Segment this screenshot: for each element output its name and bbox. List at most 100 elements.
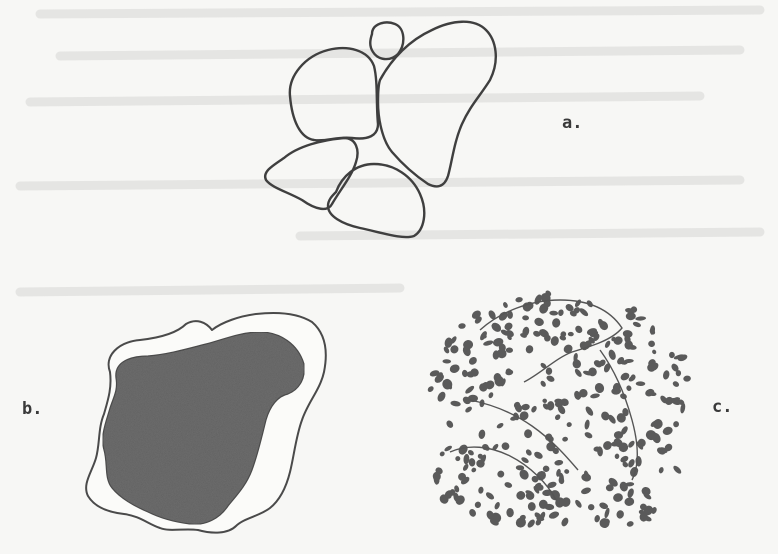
granule — [463, 454, 470, 465]
granule — [673, 421, 679, 427]
granule — [488, 391, 495, 398]
granule — [651, 349, 657, 355]
granule — [568, 332, 574, 337]
granule — [588, 504, 595, 511]
granule — [612, 492, 623, 502]
granule — [522, 315, 529, 320]
granule — [636, 381, 646, 386]
granule — [560, 516, 570, 527]
granule — [662, 370, 670, 381]
granule — [542, 398, 548, 404]
granule — [533, 317, 545, 328]
panel-c-granular-cluster: c. — [427, 289, 733, 529]
granule — [564, 469, 570, 475]
granule — [598, 517, 611, 530]
cell-outline-lower-left — [265, 138, 357, 209]
granule — [626, 520, 634, 527]
granule — [506, 347, 513, 353]
granule — [593, 382, 605, 395]
granule — [584, 431, 594, 440]
granule — [626, 385, 633, 392]
granule — [515, 490, 527, 502]
granule — [450, 400, 461, 407]
granule — [439, 450, 446, 457]
granule — [624, 497, 635, 507]
granule — [533, 450, 544, 460]
granule — [490, 321, 503, 334]
granule — [662, 425, 674, 436]
granule — [604, 340, 612, 349]
granule — [545, 367, 552, 375]
granule — [502, 301, 509, 308]
granule — [658, 466, 664, 474]
granule — [562, 436, 569, 442]
granule — [436, 390, 447, 403]
granule — [506, 508, 514, 517]
granule — [622, 330, 633, 339]
granule — [427, 385, 435, 393]
granule — [525, 448, 533, 456]
granule — [530, 405, 538, 413]
granule — [549, 310, 558, 315]
granule — [574, 499, 583, 509]
granule — [574, 299, 583, 309]
granule — [483, 339, 494, 346]
granule — [548, 510, 560, 520]
granule — [632, 321, 641, 328]
granule — [528, 502, 536, 511]
granule — [552, 318, 561, 328]
granule — [554, 459, 564, 466]
cell-outline-bottom — [328, 164, 424, 237]
granule — [467, 355, 478, 366]
granule — [600, 410, 612, 422]
granule — [458, 323, 466, 329]
granule — [485, 491, 496, 501]
panel-c-label: c. — [712, 397, 732, 417]
granule — [464, 405, 473, 413]
granule — [627, 440, 636, 449]
granule — [580, 486, 592, 495]
granule — [455, 456, 461, 462]
granule — [672, 464, 683, 475]
cell-outline-upper-left — [290, 48, 378, 140]
granule — [468, 458, 475, 467]
granule — [496, 469, 505, 478]
granule — [515, 297, 523, 303]
granule — [496, 422, 505, 430]
granule — [635, 316, 646, 321]
granule — [572, 359, 582, 369]
granule — [554, 413, 562, 421]
granule — [614, 453, 619, 459]
granule — [525, 344, 535, 354]
granule — [545, 374, 555, 383]
panel-b-label: b. — [22, 399, 42, 419]
granule — [442, 359, 451, 363]
granule — [557, 309, 564, 317]
granule — [464, 384, 475, 395]
granule — [651, 417, 664, 430]
granule — [672, 380, 680, 388]
granule — [504, 481, 513, 489]
granule — [626, 488, 635, 499]
granule — [543, 465, 550, 472]
granule — [526, 518, 536, 529]
granule — [468, 508, 477, 518]
granule — [470, 467, 477, 474]
granule — [616, 509, 625, 519]
granule — [478, 486, 484, 494]
granule — [594, 514, 601, 522]
granule — [566, 422, 572, 428]
granule — [474, 501, 482, 509]
granule — [648, 340, 656, 347]
granule — [448, 363, 460, 374]
panel-a-label: a. — [562, 113, 582, 133]
granule — [584, 405, 595, 417]
granule — [590, 393, 600, 399]
granule — [494, 501, 501, 510]
cell-outline-large-right — [378, 22, 496, 187]
granule — [574, 324, 584, 334]
granule — [683, 375, 691, 382]
granule — [478, 429, 486, 439]
granule — [626, 312, 636, 320]
